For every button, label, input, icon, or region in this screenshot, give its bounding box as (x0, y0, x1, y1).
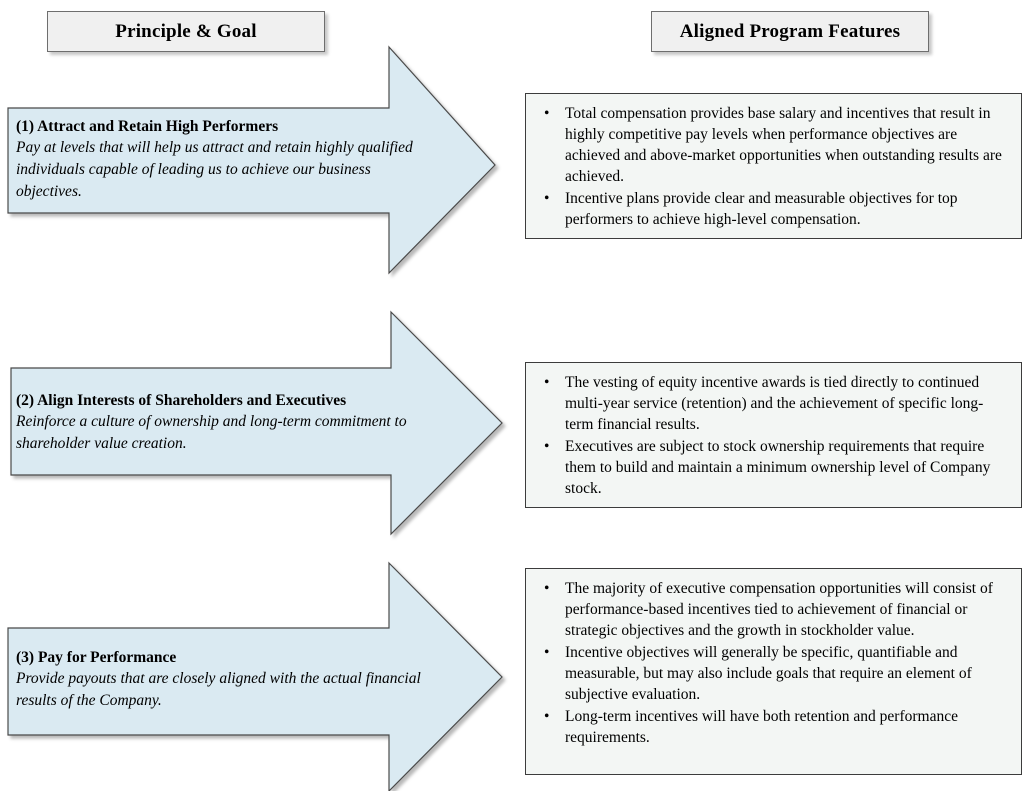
feature-text: Incentive plans provide clear and measur… (565, 190, 958, 228)
feature-list-item: • Executives are subject to stock owners… (536, 436, 1009, 499)
principle-title-3: (3) Pay for Performance (16, 649, 177, 666)
block-arrow-shape-1 (7, 45, 496, 275)
bullet-icon: • (544, 644, 550, 661)
feature-list-item: • Incentive plans provide clear and meas… (536, 188, 1009, 230)
feature-box-3: • The majority of executive compensation… (525, 568, 1022, 775)
principle-title-2: (2) Align Interests of Shareholders and … (16, 392, 347, 409)
bullet-icon: • (544, 708, 550, 725)
feature-list-item: • Incentive objectives will generally be… (536, 642, 1009, 705)
arrow-row-1: (1) Attract and Retain High Performers P… (0, 45, 500, 275)
feature-text: The majority of executive compensation o… (565, 580, 993, 639)
feature-list-item: • The vesting of equity incentive awards… (536, 372, 1009, 435)
feature-list-item: • Long-term incentives will have both re… (536, 706, 1009, 748)
arrow-row-2: (2) Align Interests of Shareholders and … (0, 310, 510, 536)
feature-list-3: • The majority of executive compensation… (536, 578, 1009, 748)
bullet-icon: • (544, 105, 550, 122)
principle-description-1: Pay at levels that will help us attract … (16, 139, 413, 201)
bullet-icon: • (544, 438, 550, 455)
feature-list-item: • Total compensation provides base salar… (536, 103, 1009, 187)
feature-text: Long-term incentives will have both rete… (565, 708, 958, 746)
principle-description-2: Reinforce a culture of ownership and lon… (16, 413, 407, 453)
feature-box-2: • The vesting of equity incentive awards… (525, 362, 1022, 508)
feature-box-1: • Total compensation provides base salar… (525, 93, 1022, 239)
feature-text: Incentive objectives will generally be s… (565, 644, 972, 703)
principle-title-1: (1) Attract and Retain High Performers (16, 118, 279, 135)
bullet-icon: • (544, 190, 550, 207)
feature-text: Total compensation provides base salary … (565, 105, 1002, 185)
column-header-principle-goal: Principle & Goal (47, 11, 325, 52)
block-arrow-shape-3 (7, 561, 503, 791)
block-arrow-shape-2 (10, 310, 503, 536)
feature-list-2: • The vesting of equity incentive awards… (536, 372, 1009, 499)
principle-description-3: Provide payouts that are closely aligned… (16, 670, 421, 710)
bullet-icon: • (544, 374, 550, 391)
feature-list-1: • Total compensation provides base salar… (536, 103, 1009, 230)
feature-text: Executives are subject to stock ownershi… (565, 438, 991, 497)
feature-list-item: • The majority of executive compensation… (536, 578, 1009, 641)
feature-text: The vesting of equity incentive awards i… (565, 374, 984, 433)
bullet-icon: • (544, 580, 550, 597)
arrow-row-3: (3) Pay for Performance Provide payouts … (0, 561, 510, 791)
column-header-aligned-program-features: Aligned Program Features (651, 11, 929, 52)
